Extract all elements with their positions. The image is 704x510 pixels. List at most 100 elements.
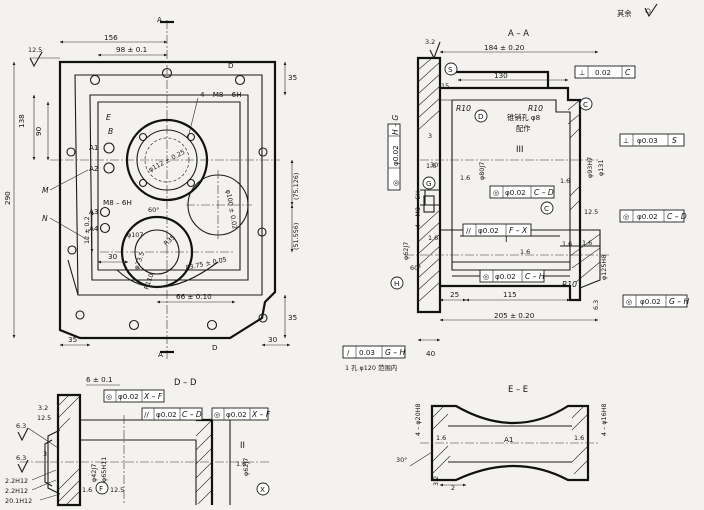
dd-d65: φ65H11 xyxy=(100,457,108,482)
aa-bottom-note: 1 孔 φ120 范围内 xyxy=(345,363,397,372)
svg-text:G – H: G – H xyxy=(669,297,690,306)
svg-text:◎: ◎ xyxy=(214,410,220,419)
dim-138: 138 xyxy=(17,114,26,128)
svg-text:φ0.02: φ0.02 xyxy=(226,410,247,419)
svg-text:C: C xyxy=(625,68,631,77)
aa-note-pin: 锥销孔 φ8 xyxy=(507,113,541,122)
svg-text:C – D: C – D xyxy=(534,188,554,197)
aa-ra-1-6-d: 1.6 xyxy=(428,234,438,242)
hole-a1 xyxy=(103,142,115,154)
aa-ra-1-6-b: 1.6 xyxy=(460,174,470,182)
ra-12-5-front: 12.5 xyxy=(28,46,42,54)
aa-dim-40: 40 xyxy=(426,349,436,358)
svg-text:◎: ◎ xyxy=(626,297,632,306)
dd-ra-1-6-b: 1.6 xyxy=(236,460,246,468)
ee-ra-3-2: 3.2 xyxy=(432,476,440,486)
datum-c-top: C xyxy=(583,100,588,109)
dd-ra-6-3-a: 6.3 xyxy=(16,422,26,430)
fcf-5: ◎ φ0.02 C – D xyxy=(619,209,687,223)
bolt-hole xyxy=(206,319,218,331)
label-a4: A4 xyxy=(89,224,99,233)
aa-ra-1-6-a: 1.6 xyxy=(426,162,436,170)
bolt-hole xyxy=(66,147,76,157)
svg-text:φ0.02: φ0.02 xyxy=(156,410,177,419)
label-4-m8: 4 – M8 – 6H xyxy=(200,90,242,99)
aa-ra-1-6-e: 1.6 xyxy=(520,248,530,256)
label-n: N xyxy=(42,214,48,223)
dim-51: (51.556) xyxy=(292,223,300,250)
dim-156: 156 xyxy=(104,33,118,42)
dd-20-1: 20.1H12 xyxy=(5,497,32,505)
hole-a3 xyxy=(99,206,111,218)
svg-text:0.03: 0.03 xyxy=(359,348,375,357)
section-ee-view: E – E 4 – φ20H8 4 – φ16H8 A1 30° 2 1.6 1… xyxy=(396,384,608,492)
bolt-hole xyxy=(89,74,101,86)
dd-ra-12-5-a: 12.5 xyxy=(37,414,51,422)
aa-4-m8: 4 – M8 – 6H xyxy=(414,191,422,228)
svg-text:C – D: C – D xyxy=(182,410,202,419)
fcf-7: ◎ φ0.02 C – H xyxy=(479,269,545,283)
label-60deg: 60° xyxy=(148,206,159,214)
svg-text:X – F: X – F xyxy=(143,392,163,401)
hatching-right xyxy=(567,99,601,283)
aa-ra-6-3: 6.3 xyxy=(592,300,600,310)
aa-ra-3-2: 3.2 xyxy=(425,38,435,46)
svg-text:◎: ◎ xyxy=(493,188,499,197)
svg-text:φ0.02: φ0.02 xyxy=(118,392,139,401)
svg-text:⊥: ⊥ xyxy=(623,136,629,145)
label-d107: φ107 xyxy=(127,231,143,239)
dim-35-right: 35 xyxy=(288,313,297,322)
dd-ra-3-2: 3.2 xyxy=(38,404,48,412)
svg-text:φ0.02: φ0.02 xyxy=(640,297,661,306)
title-section-ee: E – E xyxy=(508,384,528,394)
aa-d62: φ62J7 xyxy=(402,242,410,260)
dim-75: (75.126) xyxy=(292,173,300,200)
svg-text:S: S xyxy=(672,136,677,145)
bolt-hole xyxy=(234,74,246,86)
bolt-hole xyxy=(67,245,77,255)
fcf-2: ⊥ φ0.03 S xyxy=(619,133,685,147)
flange-outline xyxy=(58,60,277,340)
ee-ra-1-6-b: 1.6 xyxy=(574,434,584,442)
aa-ra-12-5: 12.5 xyxy=(584,208,598,216)
datum-g: G xyxy=(426,179,432,188)
dd-fcf-3: ◎ φ0.02 X – F xyxy=(211,407,271,421)
dd-hatching xyxy=(57,394,213,506)
dim-30-right: 30 xyxy=(268,335,278,344)
datum-c-mid: C xyxy=(544,204,549,213)
svg-text:C – H: C – H xyxy=(525,272,545,281)
fcf-6: // φ0.02 F – X xyxy=(462,223,532,237)
zone-iii: III xyxy=(516,144,523,154)
aa-dim-15: 15 xyxy=(441,82,449,90)
label-a2: A2 xyxy=(89,164,99,173)
svg-text:◎: ◎ xyxy=(623,212,629,221)
zone-ii: II xyxy=(240,440,245,450)
dd-ra-1-6-a: 1.6 xyxy=(82,486,92,494)
dim-90: 90 xyxy=(34,126,43,136)
label-a3: A3 xyxy=(89,207,99,216)
aa-dim-130: 130 xyxy=(494,71,508,80)
aa-dim-184: 184 ± 0.20 xyxy=(484,43,525,52)
svg-text:◎: ◎ xyxy=(391,180,400,186)
ee-4-d20: 4 – φ20H8 xyxy=(414,403,422,436)
svg-text:φ0.02: φ0.02 xyxy=(505,188,526,197)
title-section-dd: D – D xyxy=(174,377,196,387)
bolt-hole xyxy=(128,319,140,331)
roughness-note: 其余 xyxy=(617,3,658,18)
aa-dim-115: 115 xyxy=(503,290,517,299)
dd-2-2-a: 2.2H12 xyxy=(5,477,28,485)
dim-35-top: 35 xyxy=(288,73,297,82)
dim-30-left: 30 xyxy=(108,252,118,261)
ee-ra-1-6-a: 1.6 xyxy=(436,434,446,442)
label-d100: φ100 ± 0.02 xyxy=(224,189,239,230)
bolt-hole xyxy=(258,147,268,157)
svg-text:/: / xyxy=(347,348,350,357)
label-a1: A1 xyxy=(89,143,99,152)
fcf-1: ⊥ 0.02 C xyxy=(574,65,636,79)
dd-flange xyxy=(56,393,82,507)
label-m: M xyxy=(42,186,49,195)
bolt-hole xyxy=(258,313,268,323)
dd-fcf-1: ◎ φ0.02 X – F xyxy=(103,389,165,403)
section-aa-view: A – A xyxy=(342,28,690,372)
bolt-hole xyxy=(75,310,85,320)
